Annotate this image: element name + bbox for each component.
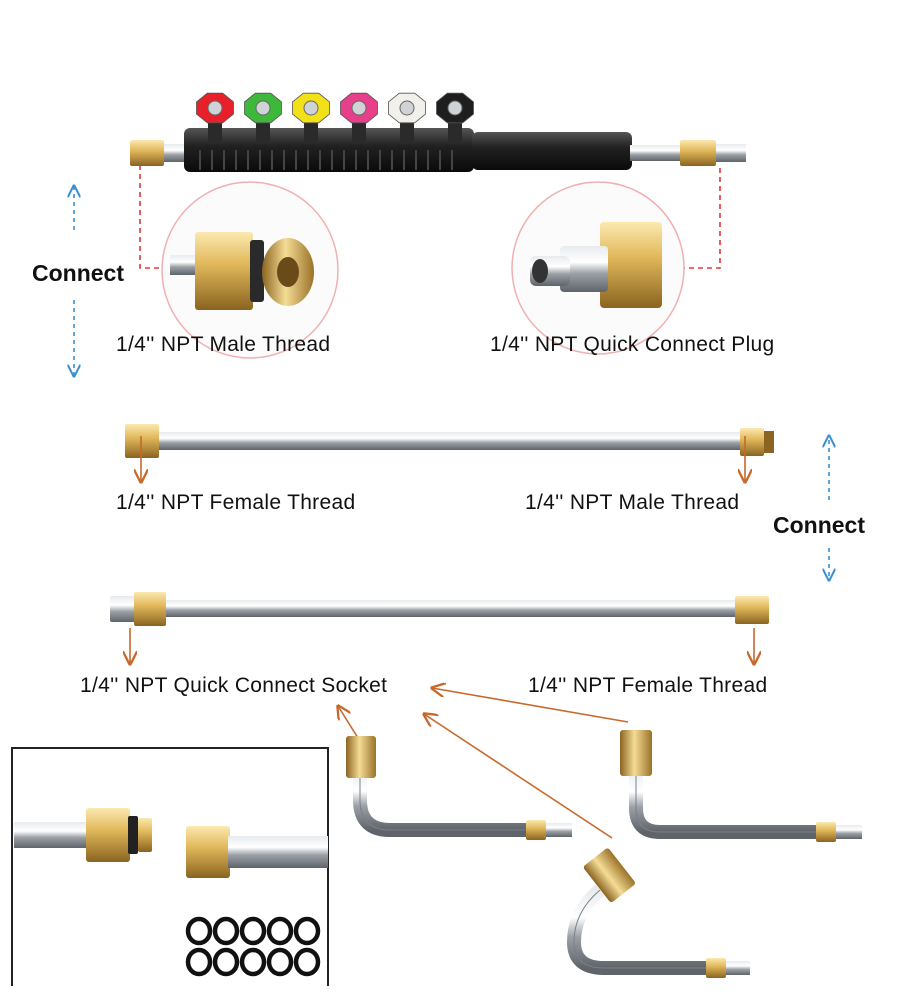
inset-box [11, 747, 329, 986]
o-ring [212, 947, 240, 977]
bent-wand-2 [620, 730, 862, 842]
green-nozzle [244, 92, 282, 142]
extension-wand-2 [110, 592, 769, 626]
grip-handle [472, 132, 632, 170]
o-ring [239, 916, 267, 946]
o-ring [266, 916, 294, 946]
female-thread-mid-label: 1/4'' NPT Female Thread [116, 491, 356, 514]
o-ring [185, 947, 213, 977]
male-thread-mid-label: 1/4'' NPT Male Thread [525, 491, 740, 514]
male-fitting-left [130, 140, 164, 166]
o-ring [239, 947, 267, 977]
black-nozzle [436, 92, 474, 142]
hex-fitting-right [680, 140, 716, 166]
connect-label-right: Connect [773, 512, 865, 538]
female-thread-low-label: 1/4'' NPT Female Thread [528, 674, 768, 697]
quick-plug-label: 1/4'' NPT Quick Connect Plug [490, 333, 775, 356]
bent-wand-3 [566, 848, 750, 978]
socket-pointer-arrows [338, 688, 629, 839]
top-wand [130, 92, 746, 172]
male-thread-top-label: 1/4'' NPT Male Thread [116, 333, 331, 356]
extension-wand-1 [125, 424, 774, 458]
connect-label-left: Connect [32, 260, 124, 286]
nozzle-holder [184, 128, 474, 172]
o-ring [293, 947, 321, 977]
o-ring [212, 916, 240, 946]
quick-socket-label: 1/4'' NPT Quick Connect Socket [80, 674, 388, 697]
bent-wand-1 [346, 736, 572, 840]
pink-nozzle [340, 92, 378, 142]
o-ring [185, 916, 213, 946]
male-thread-closeup [161, 181, 339, 359]
o-ring [266, 947, 294, 977]
o-ring [293, 916, 321, 946]
red-nozzle [196, 92, 234, 142]
quick-plug-tip [716, 144, 746, 162]
quick-plug-closeup [511, 181, 685, 355]
o-rings [185, 916, 321, 977]
white-nozzle [388, 92, 426, 142]
yellow-nozzle [292, 92, 330, 142]
